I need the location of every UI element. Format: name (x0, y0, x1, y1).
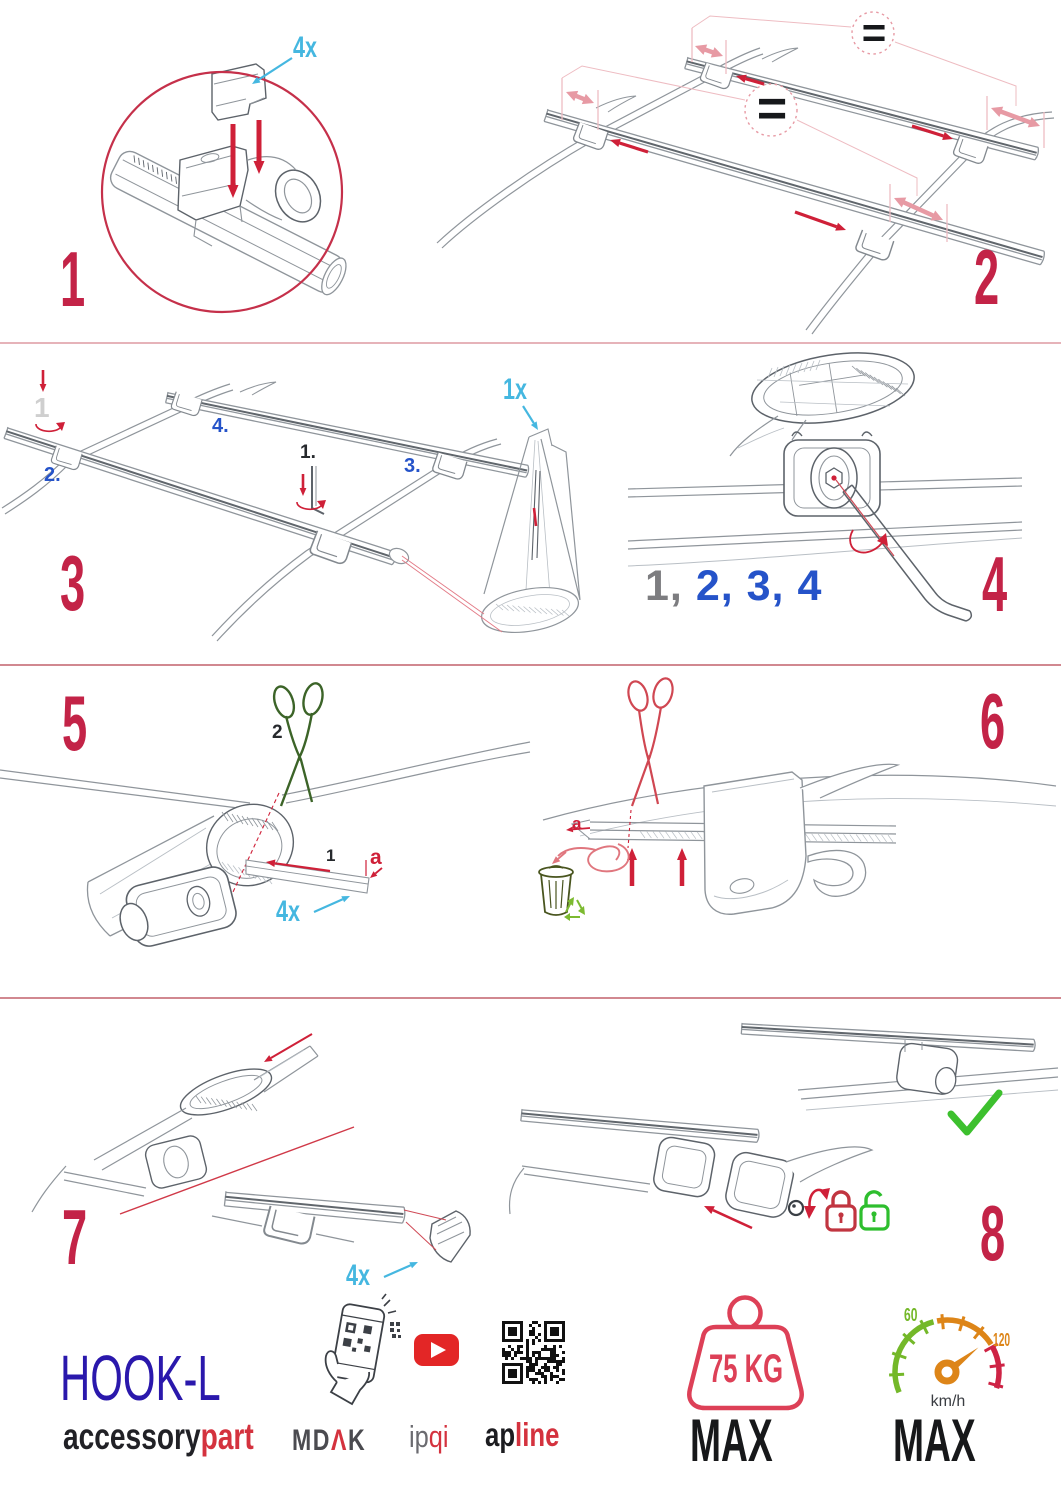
phone-scan-icon (331, 1303, 386, 1384)
step-4-number: 4 (982, 540, 1007, 628)
logo-apline: apline (485, 1416, 559, 1454)
equals-sign-2: = (756, 80, 788, 138)
step-7-illustration (31, 1033, 471, 1279)
mdak-accent: Λ (331, 1424, 348, 1457)
brand-black: accessory (63, 1416, 201, 1457)
weight-icon (687, 1295, 804, 1411)
logo-mdak: MDΛK (292, 1424, 366, 1458)
step-3-mark-4: 4. (212, 415, 229, 437)
step-2-illustration (436, 11, 1055, 335)
lock-open-icon (859, 1190, 890, 1231)
scissors-icon (272, 682, 324, 807)
ipqi-accent: qi (428, 1419, 449, 1454)
step-1-illustration (100, 57, 347, 314)
youtube-icon (414, 1334, 459, 1366)
logo-ipqi: ipqi (409, 1419, 449, 1455)
apline-accent: line (515, 1416, 560, 1453)
scissors-icon-red (627, 677, 674, 807)
step-4-sequence: 1, 2, 3, 4 (645, 562, 822, 611)
equals-badge-1 (851, 11, 895, 55)
ipqi-pre: ip (409, 1419, 429, 1454)
step-5-cut-mark: 2 (272, 722, 283, 743)
speed-high-label: 120 (993, 1330, 1011, 1350)
step-3-illustration (1, 370, 581, 642)
step-4-illustration (627, 352, 1023, 622)
step-3-ghost: 1 (34, 392, 50, 423)
equals-badge-2 (744, 83, 798, 137)
sequence-gray: 1, (645, 562, 683, 610)
step-6-end-mark: a (572, 814, 582, 833)
step-3-mark-2: 2. (44, 464, 61, 486)
zoom-circle (100, 70, 344, 314)
step-7-qty-label: 4x (346, 1259, 371, 1292)
step-2-number: 2 (974, 233, 999, 321)
max-load-value: 75 KG (709, 1347, 783, 1391)
brand-logo: accessorypart (63, 1416, 314, 1458)
step-3-mark-1: 1. (300, 442, 316, 463)
step-6-number: 6 (980, 677, 1005, 765)
speed-unit-label: km/h (930, 1393, 966, 1410)
max-load-label: MAX (690, 1407, 773, 1474)
step-1-qty-label: 4x (293, 31, 318, 64)
step-3-mark-3: 3. (404, 455, 421, 477)
step-6-illustration (538, 677, 1057, 921)
step-7-number: 7 (62, 1193, 87, 1281)
equals-sign-1: = (861, 9, 887, 56)
step-1-number: 1 (60, 235, 85, 323)
lock-closed-icon (825, 1190, 857, 1232)
step-5-illustration (0, 682, 531, 947)
max-speed-label: MAX (893, 1407, 976, 1474)
step-8-number: 8 (980, 1189, 1005, 1277)
step-5-number: 5 (62, 679, 87, 767)
step-5-insert-mark: 1 (326, 846, 336, 865)
qr-code-icon (502, 1321, 565, 1384)
apline-pre: ap (485, 1416, 516, 1453)
recycle-icon (564, 897, 585, 921)
footer-icons (324, 1293, 1005, 1411)
step-5-qty-label: 4x (276, 895, 301, 928)
mdak-post: K (347, 1424, 367, 1457)
checkmark-icon (947, 1089, 1003, 1136)
step-3-qty-label: 1x (503, 373, 528, 406)
mdak-pre: MD (292, 1424, 332, 1457)
step-3-number: 3 (60, 539, 85, 627)
step-5-end-mark: a (370, 846, 382, 869)
speed-low-label: 60 (904, 1305, 918, 1325)
step-8-illustration (508, 1022, 1059, 1232)
product-name: HOOK-L (60, 1342, 221, 1414)
brand-red: part (200, 1416, 254, 1457)
speedometer-icon (889, 1314, 1005, 1394)
sequence-blue: 2, 3, 4 (682, 562, 823, 610)
